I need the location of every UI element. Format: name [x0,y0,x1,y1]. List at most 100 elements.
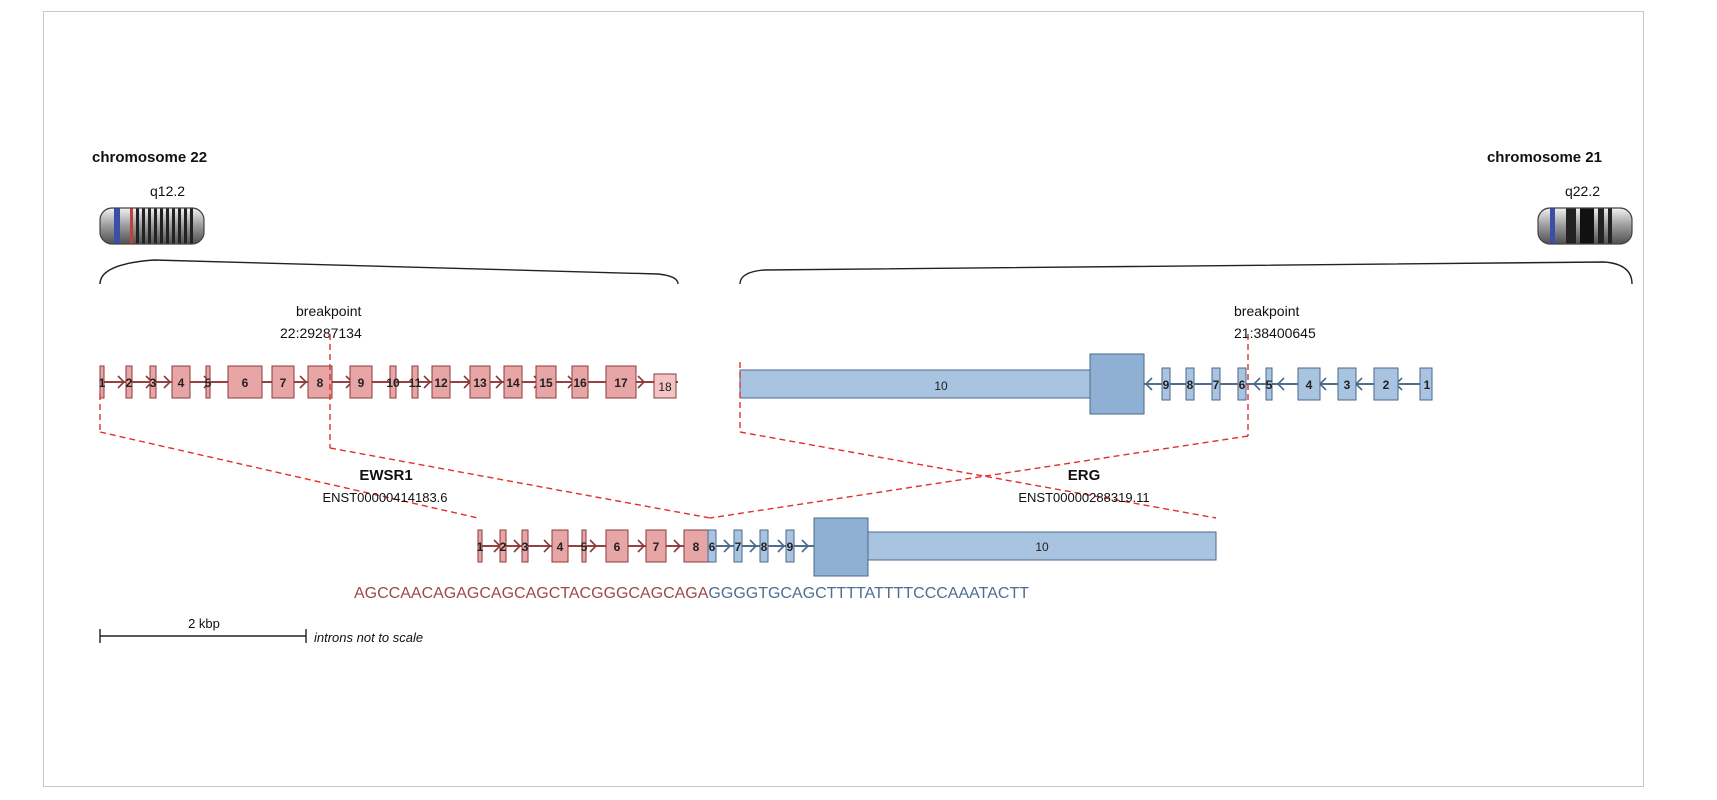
scale-bar-label: 2 kbp [188,616,220,631]
ewsr1-exon-label: 16 [573,376,587,390]
right-breakpoint-position: 21:38400645 [1234,325,1316,341]
ewsr1-exon-label: 6 [242,376,249,390]
erg-exon-9: 9 [1161,367,1171,401]
ewsr1-gene-label: EWSR1 [359,467,412,484]
erg-gene-label: ERG [1068,467,1101,484]
fusion-exon-erg-9: 9 [785,529,795,563]
ewsr1-exon-17: 17 [605,365,637,399]
ewsr1-exon-1: 1 [99,365,106,399]
fusion-transcript: 1 2 3 4 5 6 7 8 6 7 8 9 10 [477,517,1217,577]
erg-exon-6: 6 [1237,367,1247,401]
erg-exon-label: 6 [1239,378,1246,392]
erg-exon-label: 7 [1213,378,1220,392]
ewsr1-exon-label: 17 [614,376,628,390]
ewsr1-transcript-id: ENST00000414183.6 [322,490,447,505]
erg-transcript: 10 9 8 7 6 5 4 3 2 1 [739,353,1433,415]
ewsr1-exon-label: 4 [178,376,185,390]
fusion-exon-erg-7: 7 [733,529,743,563]
ewsr1-exon-11: 11 [409,365,422,399]
ewsr1-exon-label: 15 [539,376,553,390]
breakpoint-lines [99,334,1249,519]
ewsr1-exon-7: 7 [271,365,295,399]
right-chromosome-label: chromosome 21 [1487,149,1602,166]
ewsr1-exon-8: 8 [307,365,333,399]
erg-exon-label: 4 [1306,378,1313,392]
ewsr1-exon-label: 18 [658,380,672,394]
fusion-exon-label: 3 [522,540,529,554]
left-chromosome-label: chromosome 22 [92,149,207,166]
ewsr1-exon-label: 13 [473,376,487,390]
right-band-label: q22.2 [1565,183,1600,199]
ewsr1-exon-label: 9 [358,376,365,390]
fusion-exon-label: 1 [477,540,484,554]
erg-exon-1: 1 [1419,367,1433,401]
ewsr1-exon-4: 4 [171,365,191,399]
ewsr1-exon-label: 5 [205,376,212,390]
ewsr1-exon-16: 16 [571,365,589,399]
right-zoom-bracket [739,261,1633,285]
fusion-exon-label: 9 [787,540,794,554]
fusion-exon-label: 10 [1035,540,1049,554]
fusion-exon-erg-8: 8 [759,529,769,563]
ewsr1-exon-12: 12 [431,365,451,399]
erg-exon-label: 5 [1266,378,1273,392]
ewsr1-exon-label: 14 [506,376,520,390]
ewsr1-exon-label: 7 [280,376,287,390]
ewsr1-exon-label: 3 [150,376,157,390]
fusion-exon-ewsr1-3: 3 [521,529,529,563]
fusion-exon-ewsr1-6: 6 [605,529,629,563]
fusion-exon-label: 6 [709,540,716,554]
fusion-exon-label: 7 [653,540,660,554]
fusion-exon-ewsr1-8: 8 [683,529,709,563]
right-breakpoint-label: breakpoint [1234,303,1299,319]
fusion-exon-label: 5 [581,540,588,554]
fusion-exon-ewsr1-5: 5 [581,529,588,563]
ewsr1-exon-15: 15 [535,365,557,399]
erg-exon-label: 1 [1424,378,1431,392]
erg-exon-label: 8 [1187,378,1194,392]
ewsr1-exon-label: 8 [317,376,324,390]
erg-exon-label: 2 [1383,378,1390,392]
erg-exon-label: 10 [934,379,948,393]
fusion-exon-erg-10: 10 [813,517,1217,577]
ewsr1-exon-10: 10 [386,365,400,399]
ewsr1-exon-14: 14 [503,365,523,399]
left-zoom-bracket [99,259,679,285]
junction-sequence-erg: GGGGTGCAGCTTTTATTTTCCCAAATACTT [708,585,1029,602]
fusion-exon-ewsr1-1: 1 [477,529,484,563]
ewsr1-exon-label: 12 [434,376,448,390]
scale-bar [99,629,307,643]
left-band-label: q12.2 [150,183,185,199]
fusion-exon-label: 8 [761,540,768,554]
ewsr1-transcript: 1 2 3 4 5 6 7 8 9 10 11 12 13 14 15 16 1… [99,365,678,399]
fusion-exon-label: 7 [735,540,742,554]
ewsr1-exon-9: 9 [349,365,373,399]
erg-exon-2: 2 [1373,367,1399,401]
fusion-exon-ewsr1-4: 4 [551,529,569,563]
erg-exon-4: 4 [1297,367,1321,401]
right-chromosome-ideogram [1537,207,1633,245]
erg-exon-10: 10 [739,353,1145,415]
fusion-diagram: chromosome 22 q12.2 chromosome 21 q22.2 … [92,149,1633,645]
left-breakpoint-position: 22:29287134 [280,325,362,341]
fusion-exon-ewsr1-2: 2 [499,529,507,563]
erg-exon-label: 3 [1344,378,1351,392]
ewsr1-exon-2: 2 [125,365,133,399]
diagram-frame: chromosome 22 q12.2 chromosome 21 q22.2 … [43,11,1644,787]
ewsr1-exon-13: 13 [469,365,491,399]
erg-transcript-id: ENST00000288319.11 [1018,490,1149,505]
ewsr1-exon-label: 10 [386,376,400,390]
ewsr1-exon-label: 11 [409,376,422,390]
left-chromosome-ideogram [99,207,205,245]
erg-exon-label: 9 [1163,378,1170,392]
fusion-exon-ewsr1-7: 7 [645,529,667,563]
erg-exon-7: 7 [1211,367,1221,401]
ewsr1-exon-label: 1 [99,376,106,390]
ewsr1-exon-5: 5 [205,365,212,399]
erg-exon-5: 5 [1265,367,1273,401]
fusion-exon-label: 8 [693,540,700,554]
ewsr1-exon-6: 6 [227,365,263,399]
ewsr1-exon-label: 2 [126,376,133,390]
erg-exon-8: 8 [1185,367,1195,401]
erg-exon-3: 3 [1337,367,1357,401]
